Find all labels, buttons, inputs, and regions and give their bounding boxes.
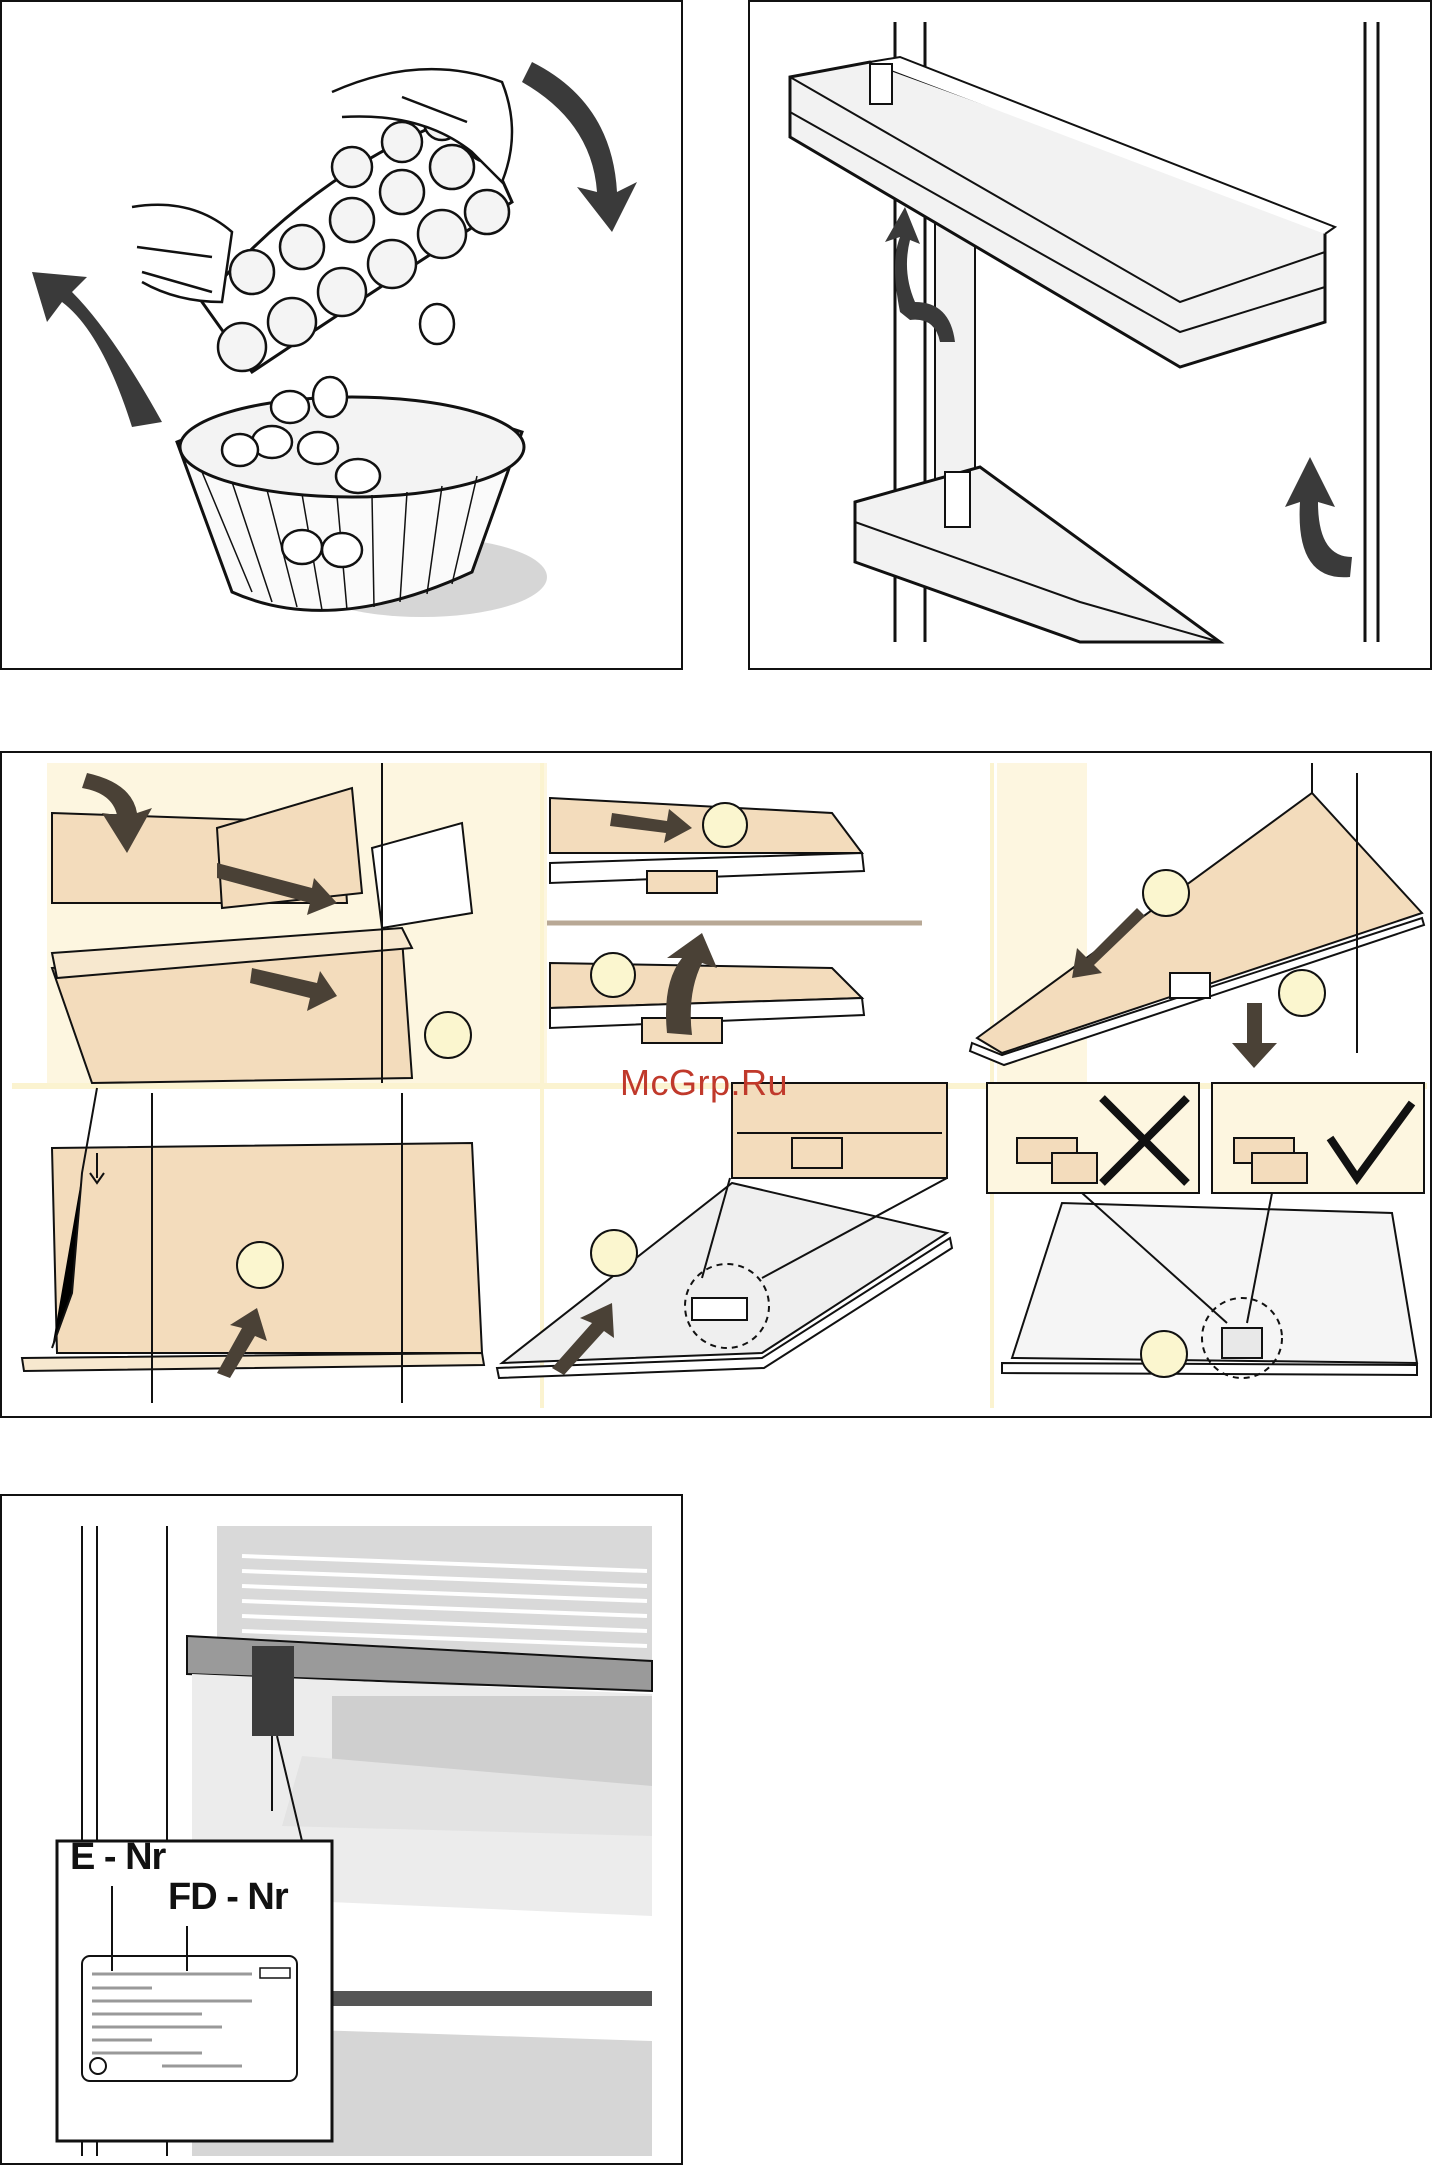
door-shelf-illustration (750, 2, 1430, 668)
egg-tray-panel (0, 0, 683, 670)
rating-plate-panel (0, 1494, 683, 2165)
watermark-text: McGrp.Ru (620, 1062, 788, 1104)
egg-tray-illustration (2, 2, 681, 668)
e-nr-label: E - Nr (70, 1836, 165, 1879)
door-shelf-panel (748, 0, 1432, 670)
fd-nr-label: FD - Nr (168, 1876, 288, 1919)
fridge-interior-illustration (2, 1496, 681, 2163)
